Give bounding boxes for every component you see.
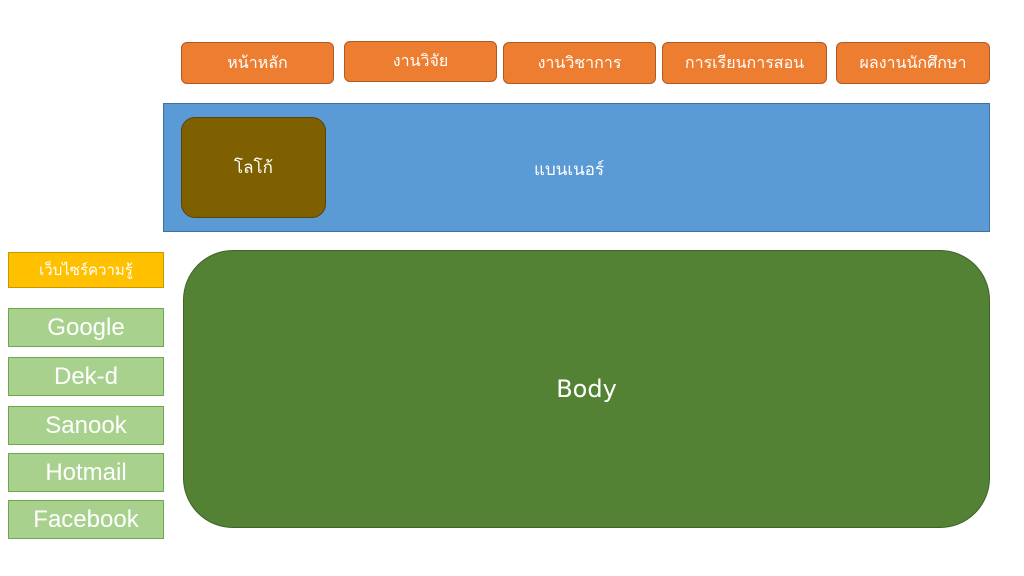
sidebar-link-dek-d-label: Dek-d: [53, 362, 119, 390]
sidebar-title: เว็บไซร์ความรู้: [8, 252, 164, 288]
sidebar-link-facebook-label: Facebook: [33, 505, 139, 533]
sidebar-title-text: เว็บไซร์ความรู้: [39, 261, 133, 279]
main-body-label: Body: [556, 375, 617, 403]
sidebar-link-sanook-label: Sanook: [45, 411, 127, 439]
sidebar-link-hotmail[interactable]: Hotmail: [8, 453, 164, 492]
main-body: Body: [183, 250, 990, 528]
nav-item-home-label: หน้าหลัก: [227, 52, 288, 72]
logo[interactable]: โลโก้: [181, 117, 326, 218]
nav-item-research-label: งานวิจัย: [392, 51, 449, 70]
nav-item-academic-label: งานวิชาการ: [537, 52, 622, 72]
sidebar-link-google-label: Google: [47, 313, 125, 341]
nav-item-student-works[interactable]: ผลงานนักศึกษา: [836, 42, 990, 84]
nav-item-academic[interactable]: งานวิชาการ: [503, 42, 656, 84]
sidebar-link-facebook[interactable]: Facebook: [8, 500, 164, 539]
sidebar-link-hotmail-label: Hotmail: [45, 458, 127, 486]
banner-label: แบนเนอร์: [534, 160, 605, 180]
nav-item-student-works-label: ผลงานนักศึกษา: [859, 52, 967, 72]
logo-label: โลโก้: [234, 158, 273, 178]
sidebar-link-sanook[interactable]: Sanook: [8, 406, 164, 445]
banner: โลโก้ แบนเนอร์: [163, 103, 990, 232]
nav-item-teaching-label: การเรียนการสอน: [684, 52, 805, 72]
nav-item-teaching[interactable]: การเรียนการสอน: [662, 42, 827, 84]
nav-item-home[interactable]: หน้าหลัก: [181, 42, 334, 84]
sidebar-link-google[interactable]: Google: [8, 308, 164, 347]
nav-item-research[interactable]: งานวิจัย: [344, 41, 497, 82]
sidebar-link-dek-d[interactable]: Dek-d: [8, 357, 164, 396]
